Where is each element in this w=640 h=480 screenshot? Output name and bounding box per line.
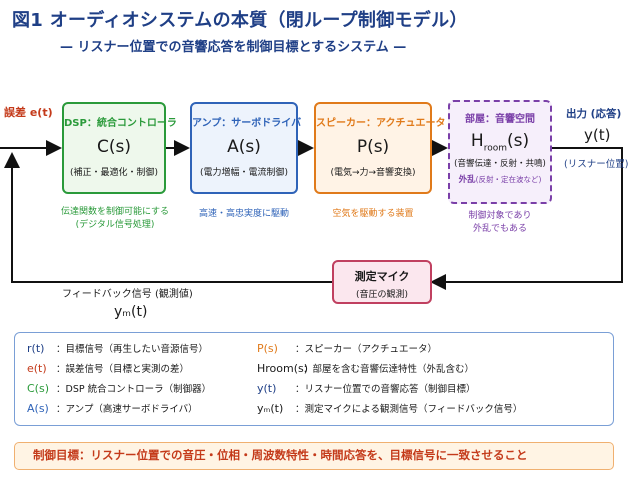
legend-text: ：部屋を含む音響伝達特性（外乱含む） [303, 364, 475, 375]
room-caption-line2: 外乱でもある [472, 224, 527, 234]
legend-item: P(s) ：スピーカー（アクチュエータ） [257, 341, 437, 355]
dsp-caption: 伝達関数を制御可能にする (デジタル信号処理) [52, 206, 178, 232]
mic-block: 測定マイク (音圧の観測) [332, 260, 432, 304]
legend-text: ：誤差信号（目標と実測の差） [56, 364, 190, 375]
legend-item: y(t) ：リスナー位置での音響応答（制御目標） [257, 381, 476, 395]
room-disturbance-label: 外乱 [458, 175, 476, 186]
legend-item: e(t) ：誤差信号（目標と実測の差） [27, 361, 189, 375]
arrow-output-to-mic [430, 147, 623, 290]
legend-symbol: r(t) [27, 342, 45, 355]
legend-text: ：アンプ（高速サーボドライバ） [56, 404, 198, 415]
room-heading: 部屋：音響空間 [465, 114, 535, 125]
room-symbol-main: H [470, 131, 484, 151]
output-title: 出力 (応答) [566, 108, 622, 120]
legend-item: A(s) ：アンプ（高速サーボドライバ） [27, 401, 198, 415]
legend-symbol: yₘ(t) [257, 402, 284, 415]
room-transfer-function: Hroom(s) [450, 131, 550, 153]
room-description: (音響伝達・反射・共鳴) [454, 159, 546, 170]
mic-description: (音圧の観測) [355, 290, 409, 300]
control-goal-box: 制御目標：リスナー位置での音圧・位相・周波数特性・時間応答を、目標信号に一致させ… [14, 442, 614, 470]
speaker-block: スピーカー：アクチュエータ P(s) (電気→力→音響変換) [314, 102, 446, 194]
room-disturbance: 外乱(反射・定在波など) [450, 173, 550, 185]
page-subtitle: — リスナー位置での音響応答を制御目標とするシステム — [60, 40, 407, 55]
legend-item: r(t) ：目標信号（再生したい音源信号） [27, 341, 208, 355]
legend-text: ：リスナー位置での音響応答（制御目標） [295, 384, 476, 395]
legend-text: ：スピーカー（アクチュエータ） [295, 344, 438, 355]
legend-box: r(t) ：目標信号（再生したい音源信号） e(t) ：誤差信号（目標と実測の差… [14, 332, 614, 426]
room-symbol-sub: room [483, 143, 507, 154]
feedback-symbol: yₘ(t) [114, 304, 148, 320]
legend-symbol: A(s) [27, 402, 49, 415]
legend-text: ：DSP 統合コントローラ（制御器） [56, 384, 212, 395]
room-disturbance-note: (反射・定在波など) [475, 175, 542, 185]
legend-symbol: y(t) [257, 382, 277, 395]
speaker-caption: 空気を駆動する装置 [332, 209, 414, 219]
feedback-title: フィードバック信号 (観測値) [62, 289, 193, 300]
legend-symbol: Hroom(s) [257, 362, 309, 375]
room-caption-line1: 制御対象であり [468, 211, 532, 221]
dsp-transfer-function: C(s) [97, 137, 131, 157]
dsp-heading: DSP：統合コントローラ [64, 118, 177, 129]
legend-symbol: P(s) [257, 342, 278, 355]
dsp-description: (補正・最適化・制御) [69, 168, 159, 178]
mic-heading: 測定マイク [354, 270, 410, 283]
legend-text: ：測定マイクによる観測信号（フィードバック信号） [295, 404, 523, 415]
legend-symbol: e(t) [27, 362, 47, 375]
dsp-caption-line1: 伝達関数を制御可能にする [60, 207, 170, 217]
dsp-caption-line2: (デジタル信号処理) [75, 220, 155, 230]
speaker-description: (電気→力→音響変換) [330, 168, 416, 178]
speaker-heading: スピーカー：アクチュエータ [316, 118, 446, 129]
room-symbol-tail: (s) [506, 131, 530, 151]
amp-description: (電力増幅・電流制御) [199, 168, 289, 178]
error-signal-label: 誤差 e(t) [4, 106, 53, 119]
control-goal-text: 制御目標：リスナー位置での音圧・位相・周波数特性・時間応答を、目標信号に一致させ… [33, 448, 528, 462]
legend-symbol: C(s) [27, 382, 49, 395]
legend-item: C(s) ：DSP 統合コントローラ（制御器） [27, 381, 211, 395]
page-title: 図1 オーディオシステムの本質（閉ループ制御モデル） [12, 10, 468, 31]
output-note: (リスナー位置) [564, 159, 629, 170]
amp-transfer-function: A(s) [227, 137, 261, 157]
output-symbol: y(t) [584, 126, 611, 144]
amp-block: アンプ：サーボドライバ A(s) (電力増幅・電流制御) [190, 102, 302, 194]
legend-text: ：目標信号（再生したい音源信号） [56, 344, 209, 355]
amp-caption: 高速・高忠実度に駆動 [198, 209, 289, 219]
amp-heading: アンプ：サーボドライバ [192, 118, 302, 129]
room-block: 部屋：音響空間 Hroom(s) (音響伝達・反射・共鳴) 外乱(反射・定在波な… [448, 100, 552, 204]
speaker-transfer-function: P(s) [356, 137, 390, 157]
legend-item: Hroom(s)：部屋を含む音響伝達特性（外乱含む） [257, 361, 474, 375]
room-caption: 制御対象であり 外乱でもある [446, 210, 554, 236]
dsp-block: DSP：統合コントローラ C(s) (補正・最適化・制御) [62, 102, 177, 194]
legend-item: yₘ(t) ：測定マイクによる観測信号（フィードバック信号） [257, 401, 522, 415]
arrow-mic-to-input [4, 152, 332, 283]
